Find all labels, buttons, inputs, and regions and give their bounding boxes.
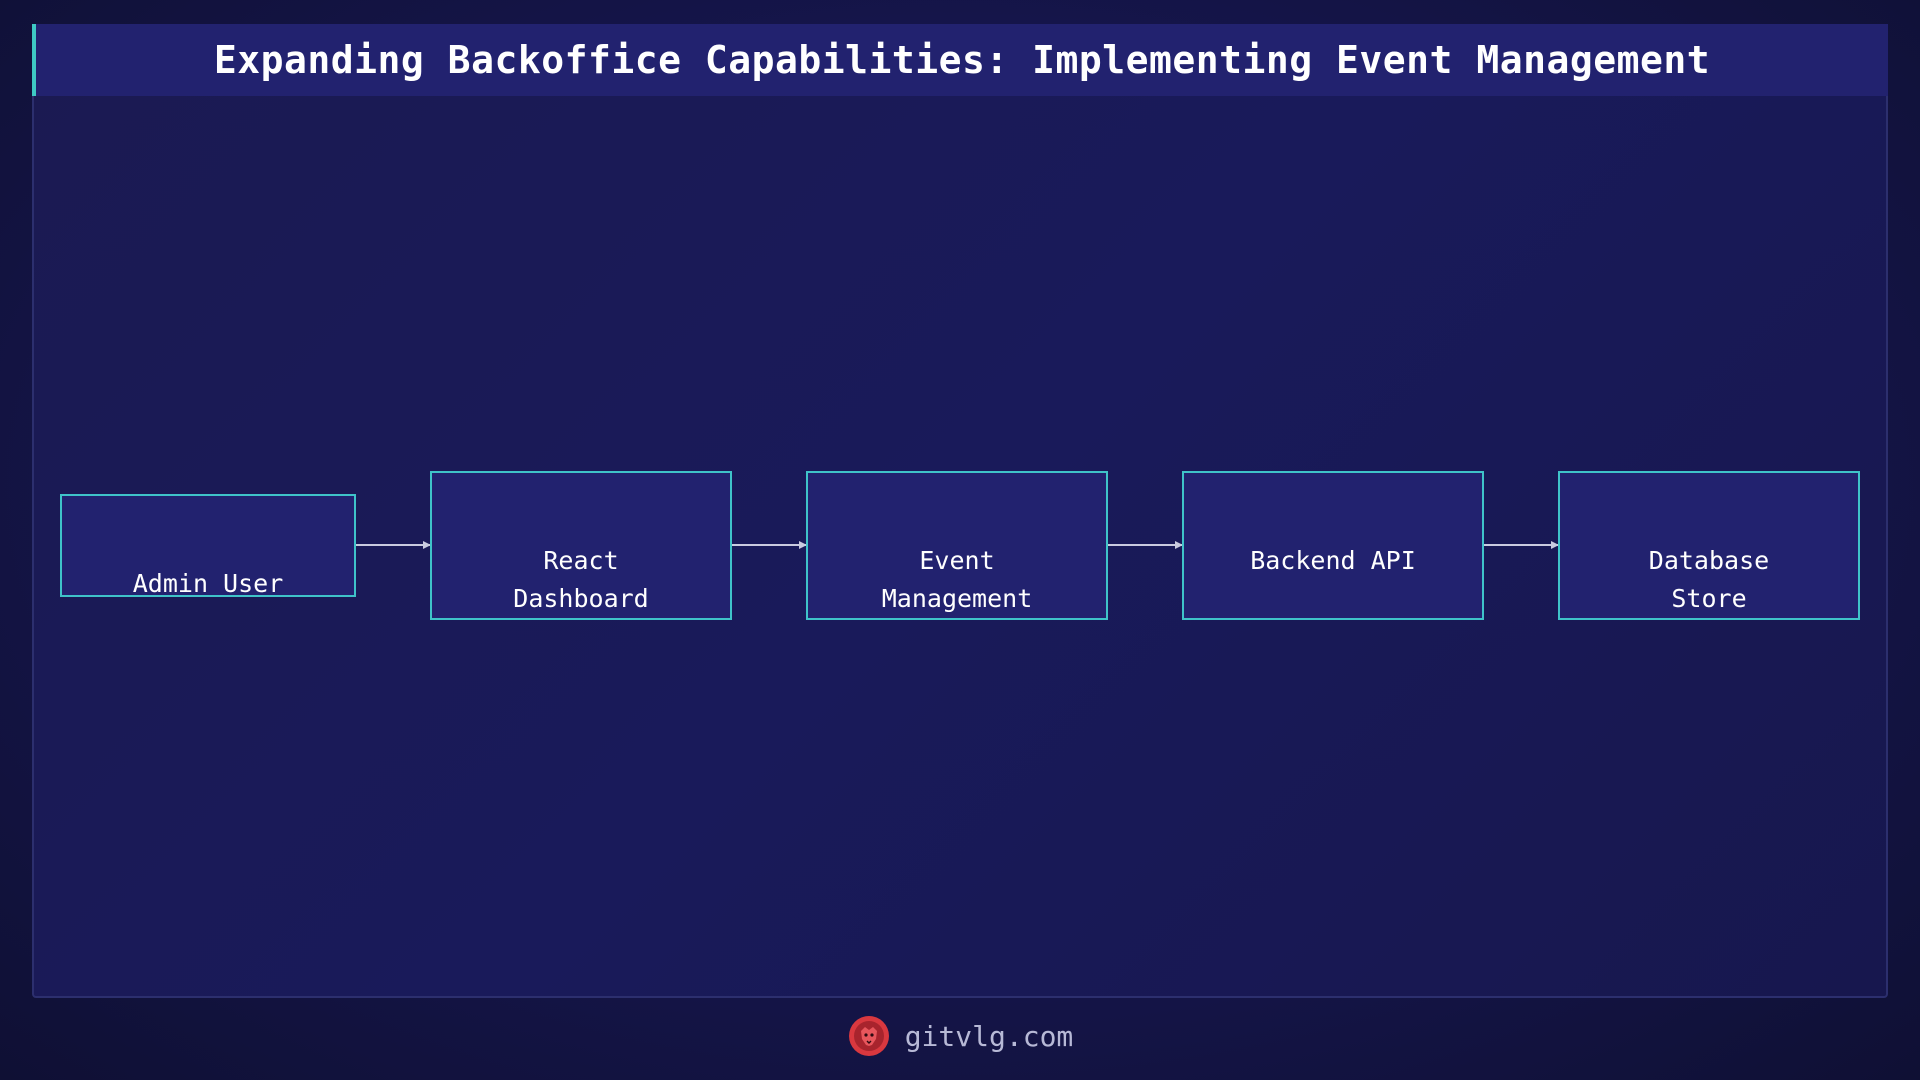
node-label: Admin User <box>132 569 284 598</box>
node-label: React Dashboard <box>513 546 649 613</box>
title-bar: Expanding Backoffice Capabilities: Imple… <box>32 24 1888 96</box>
node-event-management: Event Management <box>806 471 1108 620</box>
node-label: Event Management <box>881 546 1033 613</box>
node-react-dashboard: React Dashboard <box>430 471 732 620</box>
node-backend-api: Backend API <box>1182 471 1484 620</box>
node-database-store: Database Store <box>1558 471 1860 620</box>
footer-site-link[interactable]: gitvlg.com <box>904 1019 1074 1053</box>
footer: gitvlg.com <box>0 1008 1920 1064</box>
node-label: Database Store <box>1648 546 1770 613</box>
lion-logo-icon <box>848 1016 889 1056</box>
diagram-title: Expanding Backoffice Capabilities: Imple… <box>213 38 1711 82</box>
node-admin-user: Admin User <box>60 494 356 598</box>
node-label: Backend API <box>1250 546 1416 575</box>
